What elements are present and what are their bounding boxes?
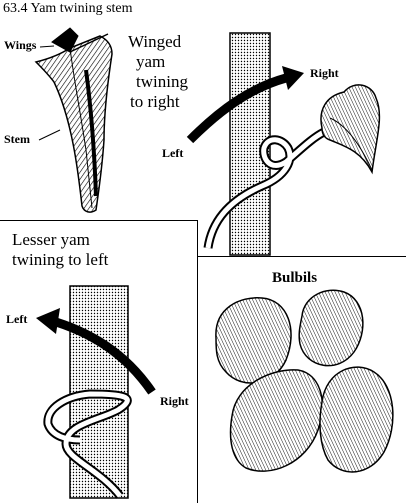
winged-caption-line-1: Winged bbox=[128, 32, 182, 51]
winged-yam-drawing bbox=[186, 32, 381, 256]
label-stem: Stem bbox=[4, 132, 30, 146]
winged-caption-line-2: yam bbox=[136, 52, 166, 71]
divider-right-horizontal bbox=[198, 256, 406, 257]
bulbils-drawing bbox=[215, 289, 394, 473]
lesser-arrow-right-label: Right bbox=[160, 394, 189, 408]
lesser-caption-line-2: twining to left bbox=[12, 250, 109, 269]
lesser-caption-line-1: Lesser yam bbox=[12, 230, 90, 249]
winged-caption-line-4: to right bbox=[130, 92, 180, 111]
winged-arrow-left-label: Left bbox=[162, 146, 184, 160]
figure-title: 63.4 Yam twining stem bbox=[3, 1, 133, 16]
divider-left-horizontal bbox=[0, 220, 198, 221]
lesser-arrow-left-label: Left bbox=[6, 312, 28, 326]
lesser-yam-drawing bbox=[36, 285, 156, 499]
winged-caption-line-3: twining bbox=[136, 72, 188, 91]
bulbils-caption: Bulbils bbox=[272, 270, 318, 286]
divider-vertical bbox=[197, 220, 198, 503]
winged-stem-drawing bbox=[34, 27, 113, 213]
label-wings: Wings bbox=[4, 38, 37, 52]
winged-arrow-right-label: Right bbox=[310, 66, 339, 80]
